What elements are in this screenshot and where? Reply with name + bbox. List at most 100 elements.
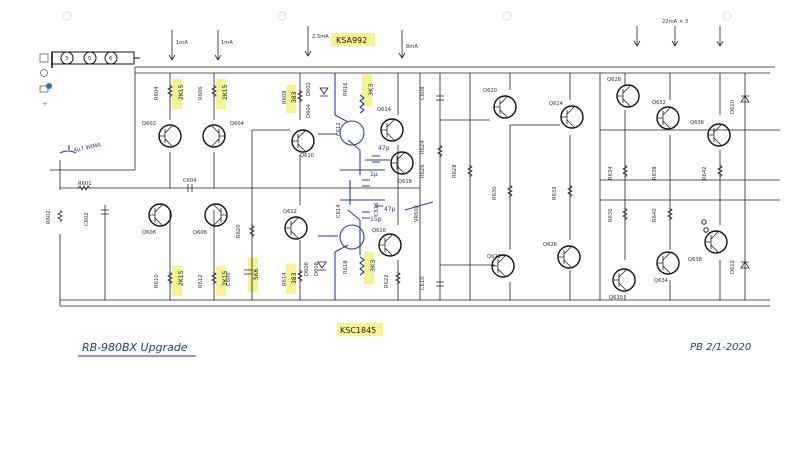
note-r5: 2K15 — [178, 270, 185, 286]
ref-q610: Q610 — [300, 153, 314, 159]
connector-pin-label: 3 — [65, 56, 68, 62]
ref-r610: R610 — [154, 274, 160, 288]
ref-q638: Q638 — [688, 257, 702, 263]
ref-r606: R606 — [198, 86, 204, 100]
ref-r638: R638 — [652, 166, 658, 180]
ref-r616: R616 — [343, 82, 349, 96]
passives — [57, 84, 750, 287]
ref-q612: Q612 — [283, 209, 297, 215]
folder-icon — [39, 85, 49, 93]
note-current-a: 1mA — [176, 40, 188, 46]
transistor-q624 — [560, 105, 584, 129]
connector-pin-label: 5 — [88, 56, 91, 62]
ref-q604: Q604 — [230, 121, 245, 127]
ref-vr602: VR602 — [414, 205, 420, 222]
page-icon — [39, 53, 49, 63]
transistor-q620 — [493, 95, 517, 119]
ref-r628: R628 — [452, 164, 458, 178]
note-current-c: 2.5mA — [312, 34, 329, 40]
current-arrows — [168, 26, 724, 61]
reference-labels: Q602 Q604 Q606 Q608 Q610 Q612 Q614 Q616 … — [46, 77, 736, 301]
ref-r608: R608 — [282, 90, 288, 104]
ref-d604: D604 — [306, 103, 312, 118]
connector-pin-label: 6 — [109, 56, 112, 62]
transistors — [148, 84, 731, 292]
transistor-q636 — [707, 123, 731, 147]
note-cap1: 4µ7 WIMA — [73, 142, 102, 154]
plus-icon: + — [42, 100, 48, 108]
binder-hole — [277, 11, 287, 21]
ref-q614: Q614 — [377, 107, 392, 113]
ref-c612: C612 — [336, 122, 342, 136]
transistor-q610 — [291, 129, 315, 153]
note-r4: 3K3 — [367, 83, 375, 96]
binder-hole — [722, 11, 732, 21]
note-r8: 5K6 — [253, 268, 260, 280]
ref-q634: Q634 — [654, 278, 669, 284]
note-r9: 3K3 — [369, 259, 377, 272]
note-cap2: 47p — [378, 145, 390, 152]
ref-q628: Q628 — [607, 77, 621, 83]
transistor-q630 — [612, 268, 636, 292]
highlights — [172, 33, 383, 336]
handwritten-notes: RB-980BX Upgrade PB 2/1-2020 KSA992 KSC1… — [73, 19, 751, 357]
note-cap3: 1µ — [370, 171, 378, 178]
ref-r604: R604 — [154, 86, 160, 100]
ref-c610: C610 — [420, 276, 426, 290]
note-r1: 2K15 — [178, 84, 185, 100]
ref-q620: Q620 — [483, 88, 497, 94]
clock-icon — [40, 69, 48, 77]
transistor-q638 — [704, 230, 728, 254]
note-top-transistor: KSA992 — [336, 36, 367, 45]
ref-r624: R624 — [420, 140, 426, 154]
transistor-q606 — [148, 203, 172, 227]
note-r6: 2K15 — [222, 270, 229, 286]
margin-icons: + — [39, 53, 52, 108]
transistor-q622 — [491, 254, 515, 278]
ref-r636: R636 — [608, 208, 614, 222]
ref-c608: C608 — [420, 86, 426, 100]
ref-d602: D602 — [306, 82, 312, 96]
note-current-d: 8mA — [406, 44, 418, 50]
ref-c614: C614 — [336, 204, 342, 218]
transistor-q602 — [158, 124, 182, 148]
ref-r630: R630 — [492, 186, 498, 200]
wiring — [50, 66, 780, 307]
note-r3: 383 — [291, 91, 298, 103]
transistor-q614 — [380, 118, 404, 142]
ref-c602: C602 — [84, 212, 90, 226]
blue-modifications — [59, 73, 434, 300]
note-cap4: 47p — [384, 206, 396, 213]
transistor-q604 — [202, 124, 226, 148]
transistor-q612 — [284, 216, 308, 240]
ref-d610: D610 — [730, 100, 736, 114]
ref-r614: R614 — [282, 272, 288, 286]
note-current-e: 22mA × 3 — [662, 19, 688, 25]
note-cap5: 15p — [370, 216, 382, 223]
ref-c604: C604 — [183, 178, 197, 184]
transistor-q608 — [204, 203, 228, 227]
ref-q608: Q608 — [193, 230, 207, 236]
ref-r634: R634 — [608, 166, 614, 180]
transistor-q626 — [557, 245, 581, 269]
ref-r620: R620 — [236, 224, 242, 238]
note-r7: 383 — [291, 272, 298, 284]
ref-d608: D608 — [314, 262, 320, 276]
binder-hole — [502, 11, 512, 21]
ref-q602: Q602 — [142, 121, 156, 127]
ref-q616: Q616 — [372, 228, 386, 234]
ref-q622: Q622 — [487, 254, 501, 260]
ref-r640: R640 — [652, 208, 658, 222]
ref-q624: Q624 — [549, 101, 564, 107]
ref-d606: D606 — [304, 262, 310, 276]
title-note: RB-980BX Upgrade — [82, 341, 188, 354]
note-current-b: 1mA — [221, 40, 233, 46]
ref-q606: Q606 — [142, 230, 156, 236]
input-connector: 3 5 6 — [51, 51, 140, 68]
ref-c606: C606 — [226, 272, 232, 286]
ref-r601: R601 — [78, 181, 92, 187]
ref-r618: R618 — [343, 260, 349, 274]
ref-r642: R642 — [702, 166, 708, 180]
ref-q636: Q636 — [690, 120, 704, 126]
